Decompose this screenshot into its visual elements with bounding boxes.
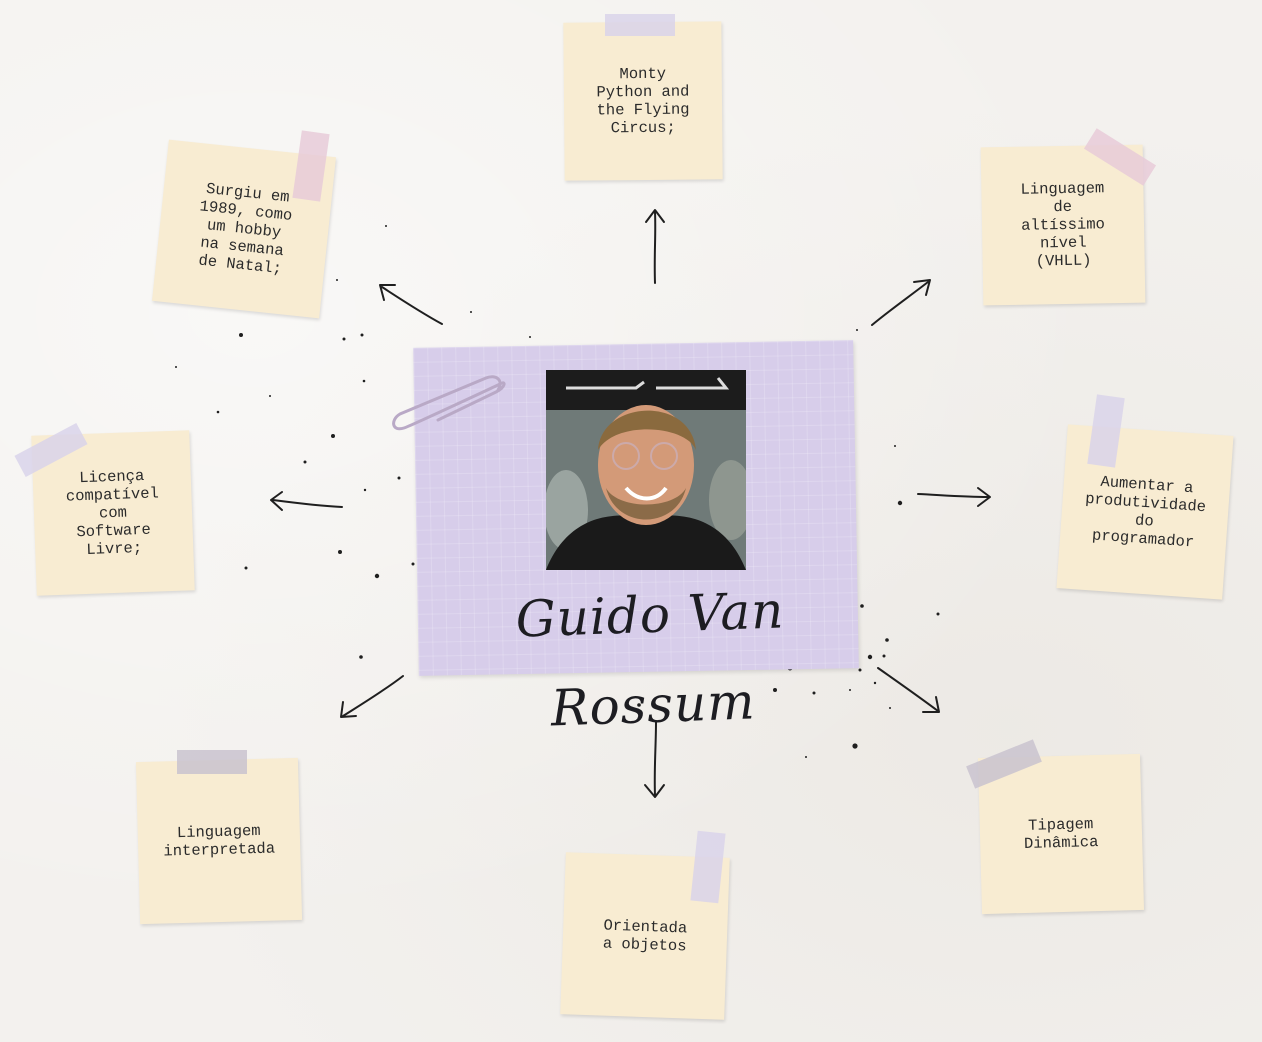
note-vhll-text: Linguagem de altíssimo nível (VHLL) xyxy=(1020,179,1106,271)
arrow-to-monty xyxy=(645,209,665,284)
center-name: Guido Van Rossum xyxy=(514,581,786,738)
arrow-to-typing xyxy=(877,667,940,713)
note-productivity: Aumentar a produtividade do programador xyxy=(1056,424,1234,600)
note-monty: Monty Python and the Flying Circus; xyxy=(563,21,723,181)
arrow-to-vhll xyxy=(871,279,931,326)
note-license-text: Licença compatível com Software Livre; xyxy=(65,466,160,559)
arrow-to-origin xyxy=(379,284,443,325)
arrow-to-interpreted xyxy=(340,675,404,718)
arrow-to-oop xyxy=(644,721,665,798)
note-origin-text: Surgiu em 1989, como um hobby na semana … xyxy=(197,179,294,279)
note-monty-text: Monty Python and the Flying Circus; xyxy=(596,64,690,138)
arrow-to-license xyxy=(270,491,343,511)
note-typing: Tipagem Dinâmica xyxy=(977,753,1145,915)
ink-dots xyxy=(175,225,940,758)
note-interpreted: Linguagem interpretada xyxy=(135,757,303,925)
note-typing-text: Tipagem Dinâmica xyxy=(1023,815,1099,853)
note-productivity-text: Aumentar a produtividade do programador xyxy=(1084,472,1207,552)
portrait-photo xyxy=(546,370,746,570)
note-interpreted-text: Linguagem interpretada xyxy=(163,821,276,861)
note-oop-text: Orientada a objetos xyxy=(602,916,688,956)
tape xyxy=(177,750,247,774)
tape xyxy=(605,14,675,36)
arrow-to-productivity xyxy=(917,487,991,507)
